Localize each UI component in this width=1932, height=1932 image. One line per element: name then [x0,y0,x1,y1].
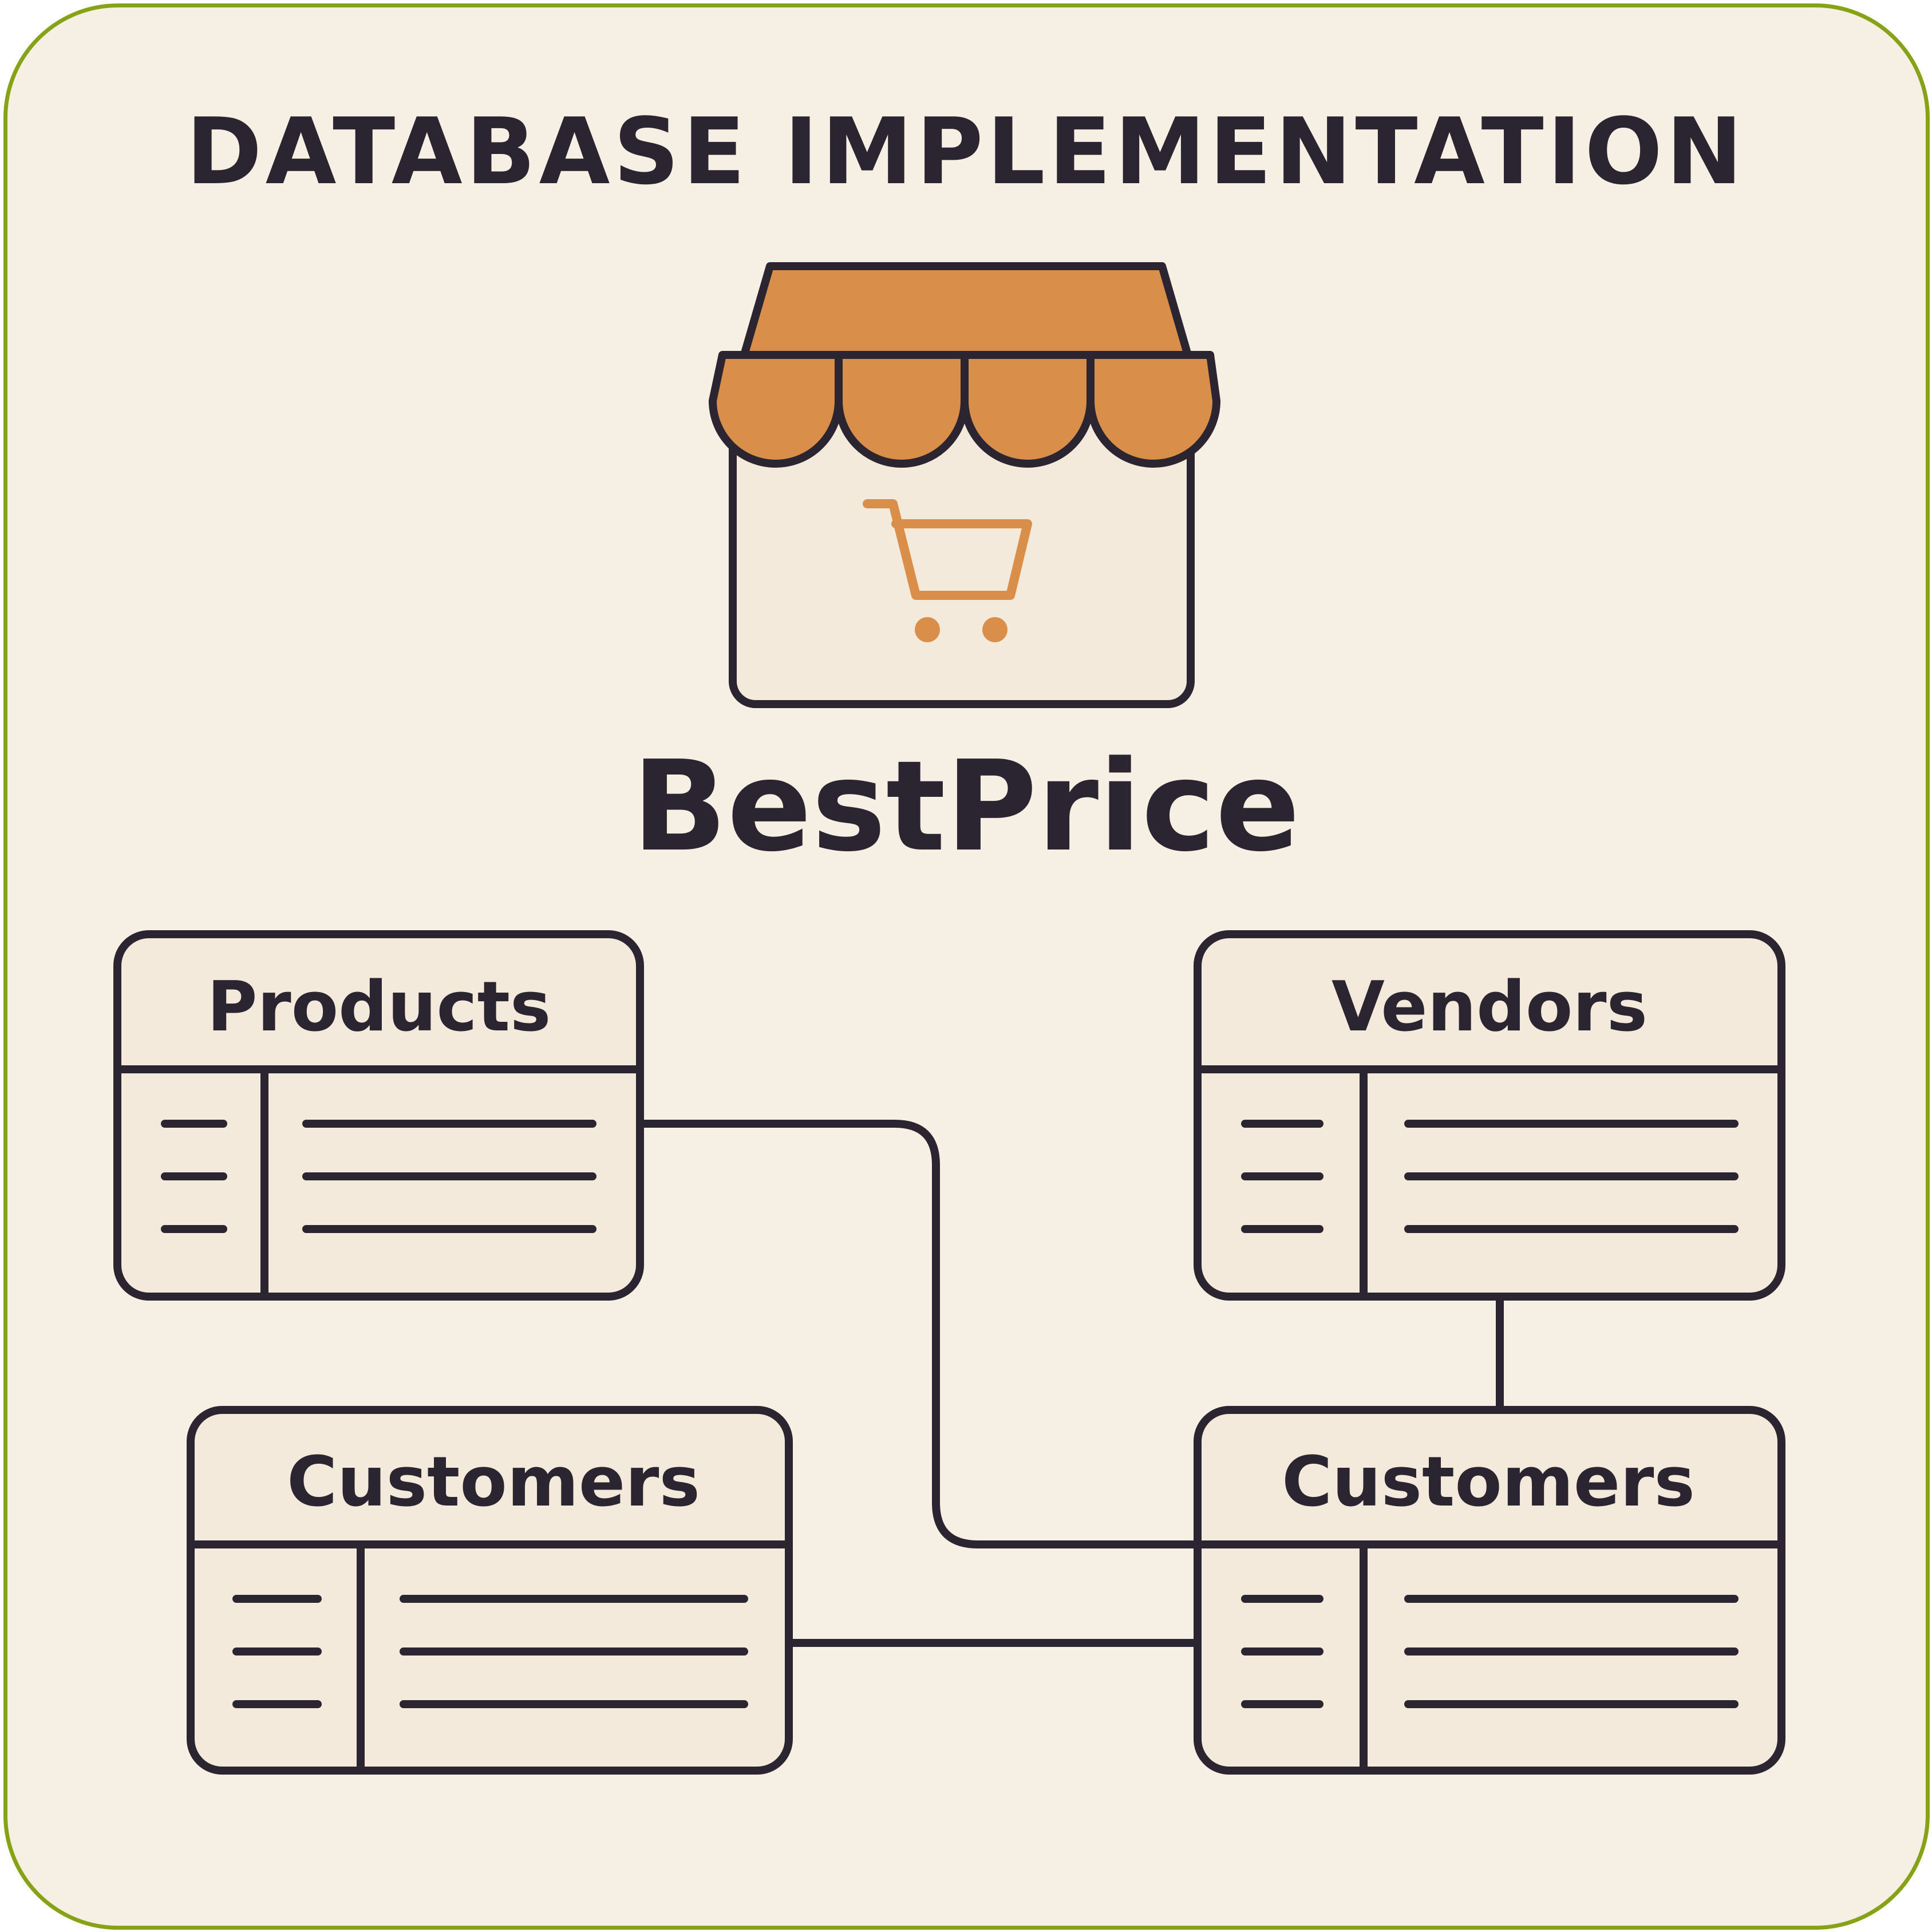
table-products[interactable]: Products [113,930,644,1301]
storefront-icon [709,262,1220,708]
connector-products-customers [640,1120,1198,1548]
table-title-vendors: Vendors [1332,967,1647,1047]
table-title-products: Products [207,967,551,1047]
table-title-customers-left: Customers [287,1443,700,1522]
relationship-lines [640,1120,1504,1647]
table-customers-right[interactable]: Customers [1194,1406,1785,1775]
shopping-cart-icon [863,499,1032,642]
table-vendors[interactable]: Vendors [1194,930,1785,1301]
awning-top [740,262,1192,359]
brand-name: BestPrice [631,734,1301,879]
page-title: DATABASE IMPLEMENTATION [185,98,1747,205]
table-customers-left[interactable]: Customers [187,1406,793,1775]
table-title-customers-right: Customers [1282,1443,1695,1522]
